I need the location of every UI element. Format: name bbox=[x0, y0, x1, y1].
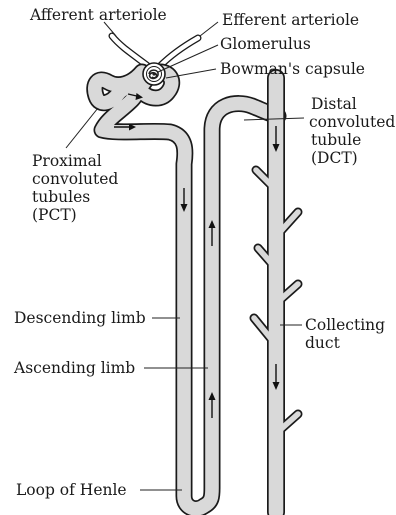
nephron-tubule bbox=[95, 72, 278, 509]
dct-label-line-2: convoluted bbox=[309, 113, 395, 131]
leader-efferent bbox=[200, 22, 218, 36]
ascending-limb-label: Ascending limb bbox=[13, 359, 135, 377]
descending-limb-label: Descending limb bbox=[14, 309, 146, 327]
efferent-arteriole-vessel bbox=[160, 38, 198, 66]
pct-label-line-4: (PCT) bbox=[32, 206, 77, 224]
collecting-duct-label-line-1: Collecting bbox=[305, 316, 385, 334]
efferent-arteriole-label: Efferent arteriole bbox=[222, 11, 359, 29]
afferent-arteriole-vessel bbox=[112, 36, 148, 66]
leader-pct bbox=[66, 108, 98, 148]
afferent-arteriole-label: Afferent arteriole bbox=[29, 6, 167, 24]
dct-label-line-4: (DCT) bbox=[311, 149, 358, 167]
dct-label-line-1: Distal bbox=[311, 95, 357, 113]
pct-label-line-2: convoluted bbox=[32, 170, 118, 188]
dct-label-line-3: tubule bbox=[311, 131, 361, 149]
glomerulus-label: Glomerulus bbox=[220, 35, 311, 53]
collecting-duct-label-line-2: duct bbox=[305, 334, 341, 352]
pct-label-line-1: Proximal bbox=[32, 152, 102, 170]
pct-label-line-3: tubules bbox=[32, 188, 90, 206]
bowmans-capsule-label: Bowman's capsule bbox=[220, 60, 365, 78]
loop-of-henle-label: Loop of Henle bbox=[16, 481, 127, 499]
